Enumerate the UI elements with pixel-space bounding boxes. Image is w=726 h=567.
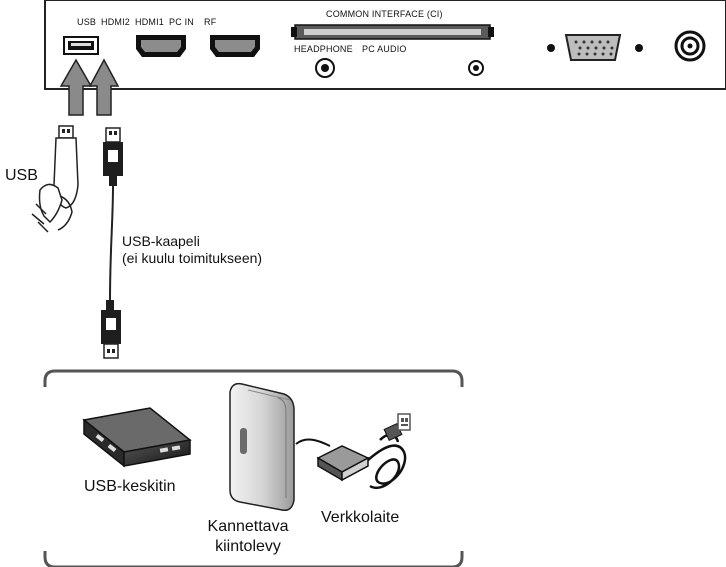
portable-hdd-label: Kannettava kiintolevy (193, 517, 303, 557)
usb-device-label: USB (5, 167, 38, 184)
hdmi1-port-label: HDMI1 (135, 17, 165, 27)
portable-hdd-label-line1: Kannettava (207, 518, 289, 535)
usb-hub-icon (82, 407, 192, 468)
usb-cable-label-line1: USB-kaapeli (122, 233, 200, 249)
usb-port[interactable] (63, 36, 99, 55)
portable-hdd-icon (229, 382, 295, 512)
rf-port-label: RF (204, 17, 217, 27)
usb-cable-label-line2: (ei kuulu toimitukseen) (122, 250, 263, 266)
power-adapter-label: Verkkolaite (321, 509, 400, 526)
ci-slot-label: COMMON INTERFACE (CI) (326, 9, 443, 19)
vga-port[interactable] (547, 34, 643, 61)
hdmi2-port[interactable] (136, 35, 186, 57)
usb-port-label: USB (77, 17, 97, 27)
usb-hub-label: USB-keskitin (84, 478, 176, 495)
rf-port[interactable] (674, 30, 706, 62)
headphone-label: HEADPHONE (294, 44, 353, 54)
usb-cable (101, 127, 123, 359)
pc-audio-label: PC AUDIO (362, 44, 407, 54)
hdmi2-port-label: HDMI2 (101, 17, 131, 27)
arrow-right-icon (88, 58, 120, 116)
power-adapter-icon (295, 413, 411, 490)
usb-stick-hand-icon (31, 125, 79, 233)
pc-audio-jack[interactable] (468, 60, 484, 76)
pc-in-port-label: PC IN (169, 17, 195, 27)
portable-hdd-label-line2: kiintolevy (215, 538, 281, 555)
headphone-jack[interactable] (315, 58, 335, 78)
ci-slot[interactable] (291, 24, 494, 40)
hdmi1-port[interactable] (210, 35, 260, 57)
usb-cable-label: USB-kaapeli (ei kuulu toimitukseen) (122, 233, 262, 267)
devices-bracket (43, 369, 464, 567)
